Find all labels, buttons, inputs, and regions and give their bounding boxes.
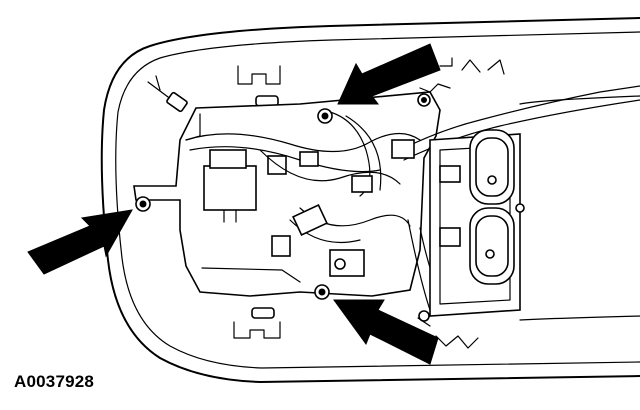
lamp-housing [429, 95, 640, 321]
upper-clip [237, 65, 281, 107]
circuit-board [133, 91, 441, 297]
wiring-harness [185, 85, 640, 314]
arrow-top [337, 43, 441, 105]
pointer-arrows [27, 43, 441, 365]
arrow-left [27, 209, 133, 275]
screw-bottom-right [418, 310, 430, 322]
relay-block [203, 149, 291, 257]
upper-right-bracket [419, 57, 505, 93]
console-housing [100, 17, 640, 383]
arrow-bottom [333, 299, 439, 365]
figure-id-label: A0037928 [14, 372, 95, 391]
loose-connector-part [147, 75, 188, 113]
lower-clip [233, 307, 281, 339]
fastener-screws [135, 93, 431, 322]
